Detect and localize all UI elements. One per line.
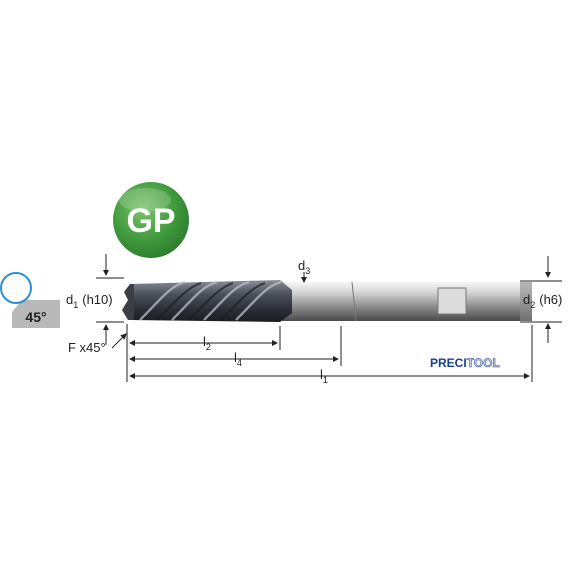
label-l2: l2 — [203, 334, 211, 352]
label-l1: l1 — [320, 367, 328, 385]
tool-flutes — [130, 280, 292, 322]
gp-badge: GP — [113, 182, 189, 258]
gp-badge-text: GP — [126, 202, 175, 240]
dimension-lines — [96, 254, 562, 382]
tool-shank-flat — [437, 287, 467, 315]
brand-part1: PRECI — [430, 356, 467, 370]
brand-part2: TOOL — [467, 356, 500, 370]
label-d1: d1(h10) — [66, 292, 113, 310]
svg-text:PRECITOOL: PRECITOOL — [430, 356, 500, 370]
precitool-logo: PRECITOOL — [430, 356, 500, 371]
label-l4: l4 — [234, 350, 242, 368]
chamfer-45-icon: 45° — [0, 272, 60, 328]
label-chamfer: F x45° — [68, 340, 106, 355]
label-d3: d3 — [298, 258, 310, 276]
label-d2: d2(h6) — [523, 292, 562, 310]
flute-helix-lines — [139, 280, 282, 321]
dimension-labels: d1(h10) d2(h6) d3 l2 l4 l1 F x45° — [66, 258, 562, 385]
end-mill-tool — [122, 280, 532, 322]
tool-tip — [122, 284, 134, 320]
chamfer-icon-label: 45° — [25, 309, 46, 325]
